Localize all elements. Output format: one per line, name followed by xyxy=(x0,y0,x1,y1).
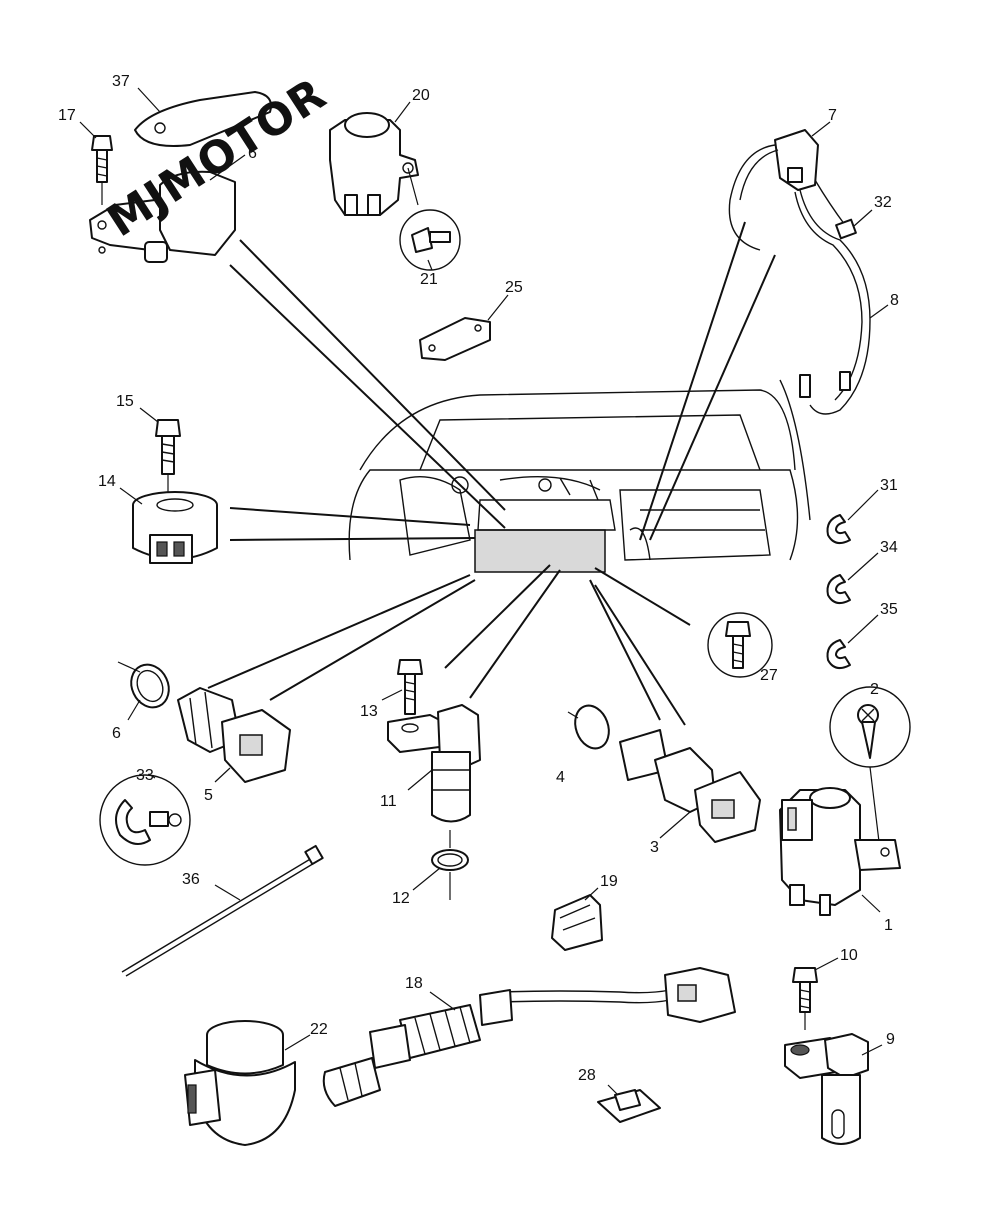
callout-19: 19 xyxy=(600,873,618,890)
callout-17: 17 xyxy=(58,107,76,124)
callout-22: 22 xyxy=(310,1021,328,1038)
callout-numbers: 37 17 6 20 21 25 7 32 8 15 14 31 34 35 2… xyxy=(58,73,899,1084)
knock-sensor-14 xyxy=(132,491,218,564)
callout-13: 13 xyxy=(360,703,378,720)
callout-12: 12 xyxy=(392,890,410,907)
callout-28: 28 xyxy=(578,1067,596,1084)
cable-tie-36 xyxy=(121,844,324,977)
temp-sensor-3 xyxy=(619,729,761,843)
callout-36: 36 xyxy=(182,871,200,888)
bolt-15 xyxy=(155,419,181,495)
bolt-10 xyxy=(792,967,818,1030)
callout-6-left: 6 xyxy=(112,725,121,742)
callout-6-top: 6 xyxy=(248,145,257,162)
bracket-37 xyxy=(134,91,272,147)
callout-4: 4 xyxy=(556,769,565,786)
clip-25 xyxy=(419,317,491,361)
washer-4 xyxy=(567,704,610,750)
oring-12 xyxy=(431,830,469,900)
callout-37: 37 xyxy=(112,73,130,90)
callout-31: 31 xyxy=(880,477,898,494)
callout-10: 10 xyxy=(840,947,858,964)
callout-33: 33 xyxy=(136,767,154,784)
callout-leaders xyxy=(79,87,889,1096)
callout-11: 11 xyxy=(380,793,397,810)
callout-3: 3 xyxy=(650,839,659,856)
callout-18: 18 xyxy=(405,975,423,992)
clips-31-34-35 xyxy=(826,514,851,670)
harness-7-8-32 xyxy=(728,129,871,415)
oring-6 xyxy=(130,663,170,709)
cam-sensor-11 xyxy=(387,704,481,823)
engine-leaders xyxy=(207,221,776,726)
callout-14: 14 xyxy=(98,473,116,490)
sensor-20 xyxy=(329,112,461,271)
clip-19 xyxy=(551,894,603,951)
callout-8: 8 xyxy=(890,292,899,309)
bolt-27 xyxy=(707,612,773,678)
solenoid-valve-1 xyxy=(779,787,901,916)
bolt-17 xyxy=(91,135,113,205)
callout-32: 32 xyxy=(874,194,892,211)
engine-bay xyxy=(348,379,811,573)
callout-7: 7 xyxy=(828,107,837,124)
callout-15: 15 xyxy=(116,393,134,410)
callout-1: 1 xyxy=(884,917,893,934)
clip-33 xyxy=(99,774,191,866)
cam-sensor-9 xyxy=(784,1033,869,1145)
callout-5: 5 xyxy=(204,787,213,804)
screw-2 xyxy=(829,686,911,851)
maf-sensor-22 xyxy=(184,1020,296,1146)
callout-25: 25 xyxy=(505,279,523,296)
map-sensor-6 xyxy=(89,170,236,263)
callout-35: 35 xyxy=(880,601,898,618)
callout-27: 27 xyxy=(760,667,778,684)
o2-sensor-18 xyxy=(322,967,736,1107)
callout-34: 34 xyxy=(880,539,898,556)
callout-20: 20 xyxy=(412,87,430,104)
bolt-13 xyxy=(397,659,423,715)
callout-2: 2 xyxy=(870,681,879,698)
temp-sensor-5 xyxy=(177,687,291,783)
callout-21: 21 xyxy=(420,271,438,288)
clip-nut-28 xyxy=(597,1089,661,1123)
callout-9: 9 xyxy=(886,1031,895,1048)
